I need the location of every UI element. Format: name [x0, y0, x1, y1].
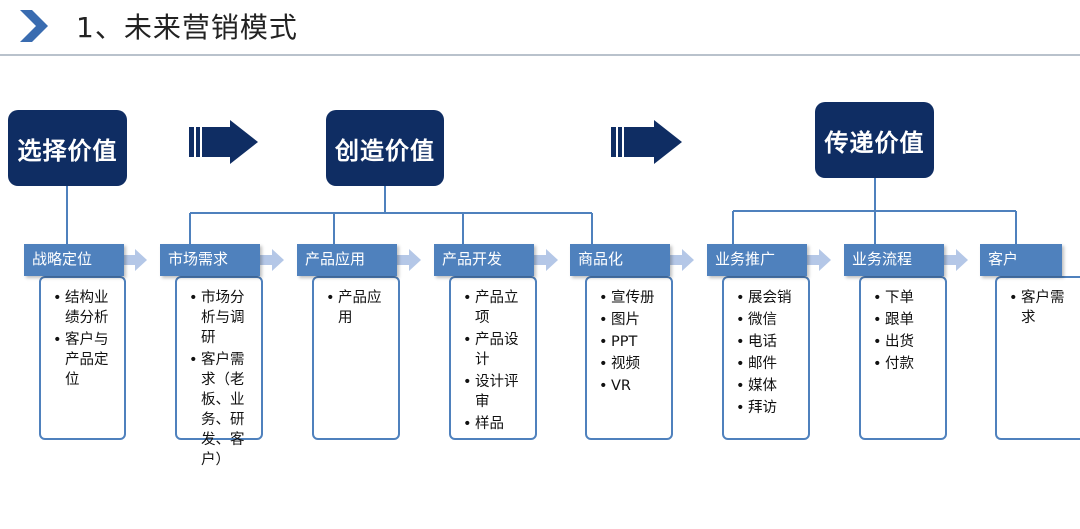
small-right-arrow-icon — [940, 249, 968, 271]
value-box-select: 选择价值 — [8, 110, 127, 186]
list-item: 邮件 — [730, 354, 802, 374]
list-item: 展会销 — [730, 288, 802, 308]
big-right-arrow-icon — [611, 120, 682, 164]
list-item: 客户需求 — [1003, 288, 1074, 328]
list-item: 样品 — [457, 414, 529, 434]
stage-box-market: 市场分析与调研 客户需求（老板、业务、研发、客户） — [175, 276, 263, 468]
list-item: 产品设计 — [457, 330, 529, 370]
title-divider — [0, 54, 1080, 56]
stage-header-promotion: 业务推广 — [707, 244, 807, 276]
stage-header-development: 产品开发 — [434, 244, 534, 276]
list-item: 付款 — [867, 354, 939, 374]
small-right-arrow-icon — [256, 249, 284, 271]
list-item: 图片 — [593, 310, 665, 330]
stage-header-commercialization: 商品化 — [570, 244, 670, 276]
page-title: 1、未来营销模式 — [76, 11, 298, 44]
list-item: 拜访 — [730, 398, 802, 418]
small-right-arrow-icon — [530, 249, 558, 271]
stage-header-strategy: 战略定位 — [24, 244, 124, 276]
stage-box-commercialization: 宣传册 图片 PPT 视频 VR — [585, 276, 673, 440]
list-item: 市场分析与调研 — [183, 288, 255, 348]
stage-box-development: 产品立项 产品设计 设计评审 样品 — [449, 276, 537, 440]
list-item: 结构业绩分析 — [47, 288, 118, 328]
stage-header-customer: 客户 — [980, 244, 1062, 276]
small-right-arrow-icon — [393, 249, 421, 271]
list-item: 出货 — [867, 332, 939, 352]
list-item: 产品立项 — [457, 288, 529, 328]
value-box-create: 创造价值 — [326, 110, 444, 186]
small-right-arrow-icon — [666, 249, 694, 271]
stage-box-promotion: 展会销 微信 电话 邮件 媒体 拜访 — [722, 276, 810, 440]
title-bar: 1、未来营销模式 — [0, 0, 1080, 56]
big-right-arrow-icon — [189, 120, 258, 164]
list-item: 微信 — [730, 310, 802, 330]
chevron-right-icon — [20, 10, 48, 42]
list-item: 视频 — [593, 354, 665, 374]
small-right-arrow-icon — [119, 249, 147, 271]
stage-box-process: 下单 跟单 出货 付款 — [859, 276, 947, 440]
list-item: 媒体 — [730, 376, 802, 396]
stage-box-application: 产品应用 — [312, 276, 400, 440]
small-arrows — [119, 249, 968, 271]
list-item: 设计评审 — [457, 372, 529, 412]
connector-lines — [66, 178, 1017, 244]
small-right-arrow-icon — [803, 249, 831, 271]
stage-header-market: 市场需求 — [160, 244, 260, 276]
list-item: 下单 — [867, 288, 939, 308]
value-box-deliver: 传递价值 — [815, 102, 934, 178]
list-item: 宣传册 — [593, 288, 665, 308]
list-item: 产品应用 — [320, 288, 392, 328]
list-item: 跟单 — [867, 310, 939, 330]
stage-header-process: 业务流程 — [844, 244, 944, 276]
list-item: 客户需求（老板、业务、研发、客户） — [183, 350, 255, 470]
stage-header-application: 产品应用 — [297, 244, 397, 276]
list-item: 客户与产品定位 — [47, 330, 118, 390]
list-item: 电话 — [730, 332, 802, 352]
stage-box-customer: 客户需求 — [995, 276, 1080, 440]
list-item: PPT — [593, 332, 665, 352]
stage-box-strategy: 结构业绩分析 客户与产品定位 — [39, 276, 126, 440]
list-item: VR — [593, 376, 665, 396]
